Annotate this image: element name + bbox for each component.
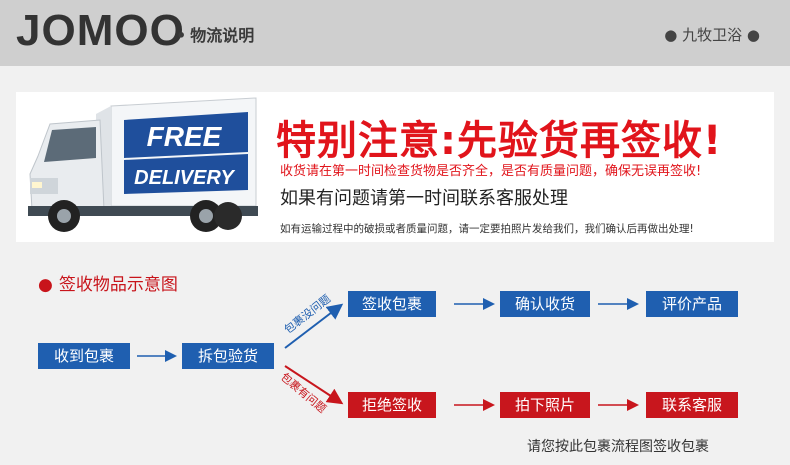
bullet-icon: ● [664, 26, 678, 44]
step-unpack-inspect: 拆包验货 [182, 343, 274, 369]
step-receive-package: 收到包裹 [38, 343, 130, 369]
truck-sign-free: FREE [147, 121, 223, 152]
brand-name-text: 九牧卫浴 [682, 26, 743, 44]
page-title-text: 物流说明 [190, 26, 255, 45]
brand-logo: JOMOO [16, 6, 185, 55]
delivery-truck-illustration: FREE DELIVERY [16, 94, 266, 244]
step-confirm-receipt: 确认收货 [500, 291, 590, 317]
notice-line-1: 收货请在第一时间检查货物是否齐全，是否有质量问题，确保无误再签收! [280, 164, 702, 179]
arrow-bad-branch [284, 365, 344, 405]
bad-branch-label: 包裹有问题 [278, 370, 329, 416]
ok-branch-label: 包裹没问题 [281, 291, 333, 336]
footer-note: 请您按此包裹流程图签收包裹 [527, 439, 709, 455]
page-title: •物流说明 [176, 22, 254, 46]
step-sign-package: 签收包裹 [348, 291, 436, 317]
step-contact-service: 联系客服 [646, 392, 738, 418]
bullet-icon: ● [38, 275, 53, 295]
bullet-icon: ● [746, 26, 760, 44]
section-title: ●签收物品示意图 [38, 270, 178, 295]
bullet-icon: • [176, 26, 187, 45]
truck-icon: FREE DELIVERY [28, 97, 258, 232]
section-title-text: 签收物品示意图 [58, 275, 178, 295]
truck-sign-delivery: DELIVERY [134, 167, 235, 189]
arrow-ok-branch [284, 303, 344, 349]
step-take-photo: 拍下照片 [500, 392, 590, 418]
brand-name: ● 九牧卫浴 ● [664, 24, 760, 45]
headline: 特别注意:先验货再签收! [276, 118, 723, 164]
header-bar: JOMOO •物流说明 ● 九牧卫浴 ● [0, 0, 790, 66]
step-review-product: 评价产品 [646, 291, 738, 317]
notice-line-2: 如果有问题请第一时间联系客服处理 [280, 188, 568, 209]
notice-line-3: 如有运输过程中的破损或者质量问题，请一定要拍照片发给我们，我们确认后再做出处理! [280, 223, 694, 235]
step-refuse-sign: 拒绝签收 [348, 392, 436, 418]
